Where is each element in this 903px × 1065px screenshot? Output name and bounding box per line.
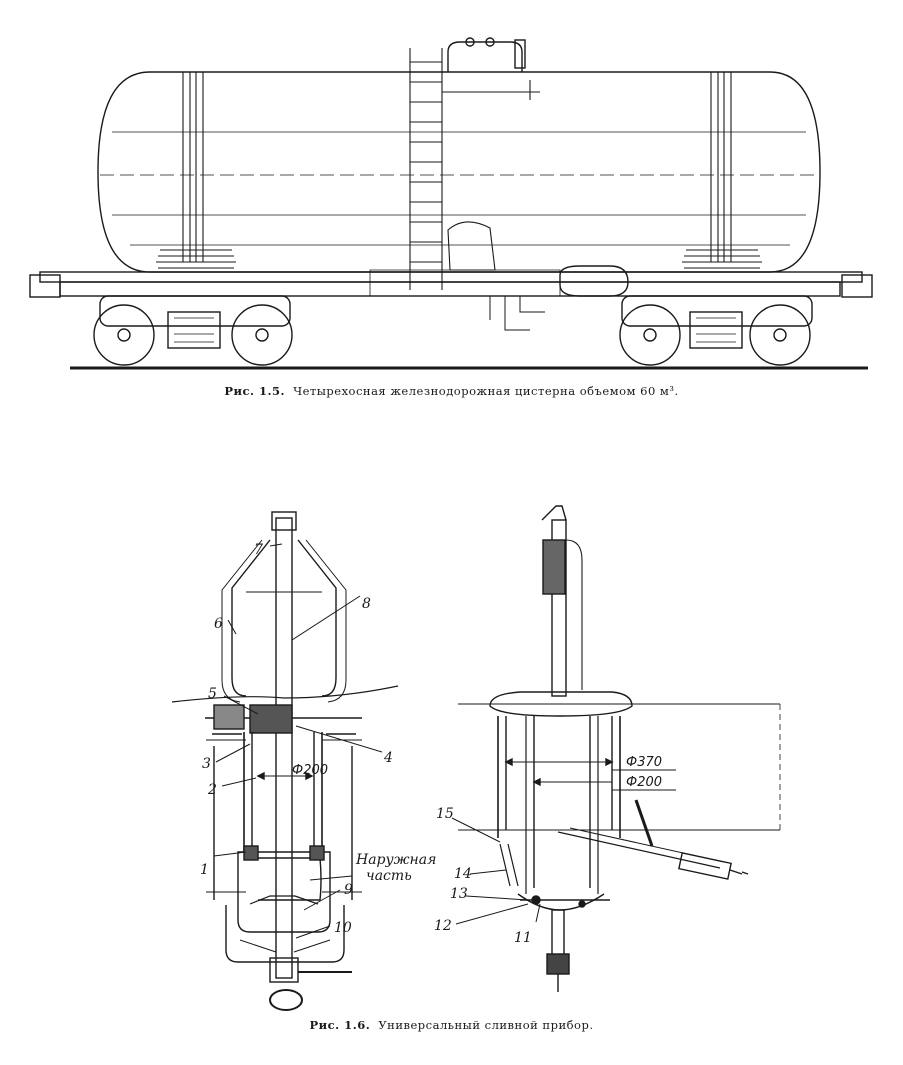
- dim-200-left: Ф200: [292, 763, 328, 778]
- figure-1-5-text: Четырехосная железнодорожная цистерна об…: [293, 384, 679, 398]
- callout-4: 4: [383, 750, 393, 766]
- cap-hood: [231, 539, 337, 697]
- dim-200-right: Ф200: [626, 775, 662, 790]
- callout-11: 11: [514, 930, 532, 946]
- callout-6: 6: [214, 616, 223, 632]
- callout-12: 12: [434, 918, 452, 934]
- callout-7: 7: [254, 542, 263, 558]
- bottom-handle: [269, 989, 303, 1011]
- air-reservoir: [559, 265, 629, 297]
- callout-2: 2: [207, 782, 217, 798]
- tank-shell: [97, 71, 821, 273]
- callout-3: 3: [202, 756, 211, 772]
- figure-1-5-caption: Рис. 1.5. Четырехосная железнодорожная ц…: [0, 384, 903, 398]
- callout-1: 1: [200, 862, 209, 878]
- figure-1-5-label: Рис. 1.5.: [224, 384, 286, 398]
- right-section-view: [451, 505, 781, 992]
- hand-lever: [557, 831, 721, 869]
- figure-1-6-text: Универсальный сливной прибор.: [378, 1018, 594, 1032]
- bogie-left: [93, 295, 293, 366]
- drain-body: [243, 732, 323, 852]
- tank-body-section: [458, 703, 780, 831]
- callout-14: 14: [454, 866, 472, 882]
- callout-9: 9: [344, 882, 353, 898]
- underframe: [29, 265, 873, 298]
- figure-1-6-label: Рис. 1.6.: [309, 1018, 371, 1032]
- tank-dome: [447, 41, 523, 72]
- tank-car-drawing: [29, 37, 873, 370]
- callout-15: 15: [436, 806, 454, 822]
- dim-370: Ф370: [626, 755, 662, 770]
- figure-1-6-caption: Рис. 1.6. Универсальный сливной прибор.: [0, 1018, 903, 1032]
- stem: [275, 517, 293, 979]
- tank-ladder: [409, 48, 443, 290]
- bottom-cage: [225, 905, 345, 963]
- bogie-right: [619, 295, 813, 366]
- left-section-view: [171, 511, 399, 1011]
- callout-10: 10: [334, 920, 352, 936]
- annotation-line1: Наружная: [355, 852, 436, 868]
- tank-straps: [182, 72, 732, 262]
- annotation-line2: часть: [366, 868, 412, 884]
- spring-packs: [156, 249, 762, 269]
- callout-13: 13: [450, 886, 468, 902]
- tank-wall: [171, 685, 399, 703]
- callout-8: 8: [362, 596, 371, 612]
- drain-device-drawing: 7 8 6 5 4 3 2 1 9 10 Ф200 Наружная часть…: [171, 505, 781, 1011]
- callout-5: 5: [208, 686, 217, 702]
